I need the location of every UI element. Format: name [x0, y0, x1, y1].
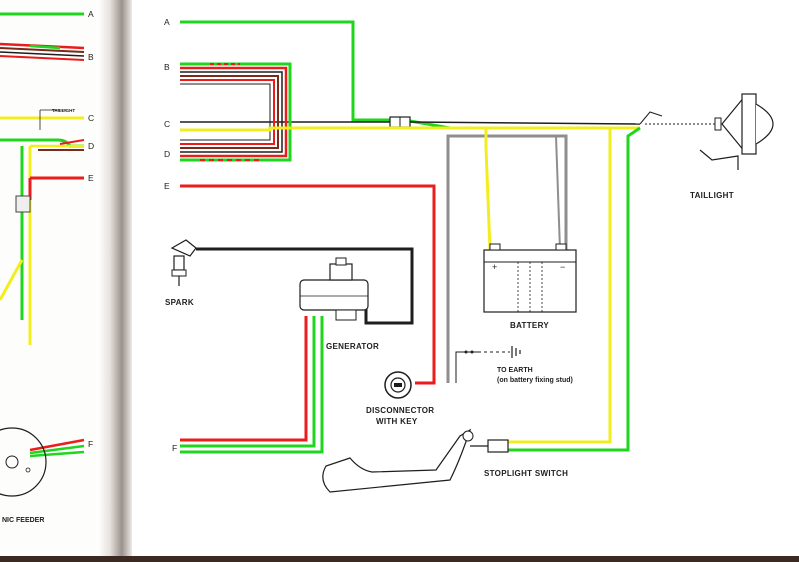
spark-label: SPARK — [165, 298, 194, 307]
earth-note: (on battery fixing stud) — [497, 377, 573, 384]
right-connector-label: C — [164, 119, 170, 129]
right-page-connector-labels: A B C D E F — [164, 17, 177, 453]
book-gutter — [98, 0, 132, 556]
component-labels: TAILLIGHT SPARK BATTERY GENERATOR TO EAR… — [165, 191, 734, 478]
battery-label: BATTERY — [510, 321, 549, 330]
right-connector-label: A — [164, 17, 170, 27]
spark-plug-icon — [170, 239, 197, 286]
battery-minus: − — [560, 262, 565, 272]
right-page — [132, 0, 799, 556]
taillight-assembly — [639, 93, 774, 170]
left-connector-label: C — [88, 113, 94, 123]
disconnector-label: DISCONNECTOR — [366, 406, 434, 415]
right-connector-label: D — [164, 149, 170, 159]
taillight-label: TAILLIGHT — [690, 191, 734, 200]
right-page-wiring — [180, 20, 641, 454]
right-connector-label: B — [164, 62, 170, 72]
left-feeder-label: NIC FEEDER — [2, 517, 44, 524]
left-connector-label: A — [88, 9, 94, 19]
battery-icon: + − — [483, 243, 577, 313]
left-connector-label: B — [88, 52, 94, 62]
left-taillight-label: TAILLIGHT — [52, 108, 75, 113]
stoplight-switch-assembly — [322, 428, 509, 493]
right-connector-label: F — [172, 443, 177, 453]
page-bottom-edge — [0, 556, 799, 562]
earth-label: TO EARTH — [497, 367, 533, 374]
stoplight-switch-label: STOPLIGHT SWITCH — [484, 469, 568, 478]
left-connector-label: D — [88, 141, 94, 151]
right-connector-label: E — [164, 181, 170, 191]
disconnector-key-icon — [384, 371, 412, 399]
left-page — [0, 0, 104, 556]
left-connector-label: E — [88, 173, 94, 183]
generator-label: GENERATOR — [326, 342, 379, 351]
battery-plus: + — [492, 262, 497, 272]
left-page-wiring — [0, 12, 85, 497]
disconnector-label-2: WITH KEY — [376, 417, 418, 426]
generator-icon — [299, 257, 369, 321]
left-connector-label: F — [88, 439, 93, 449]
left-page-connector-labels: A B C D E F TAILLIGHT NIC FEEDER — [2, 9, 94, 524]
